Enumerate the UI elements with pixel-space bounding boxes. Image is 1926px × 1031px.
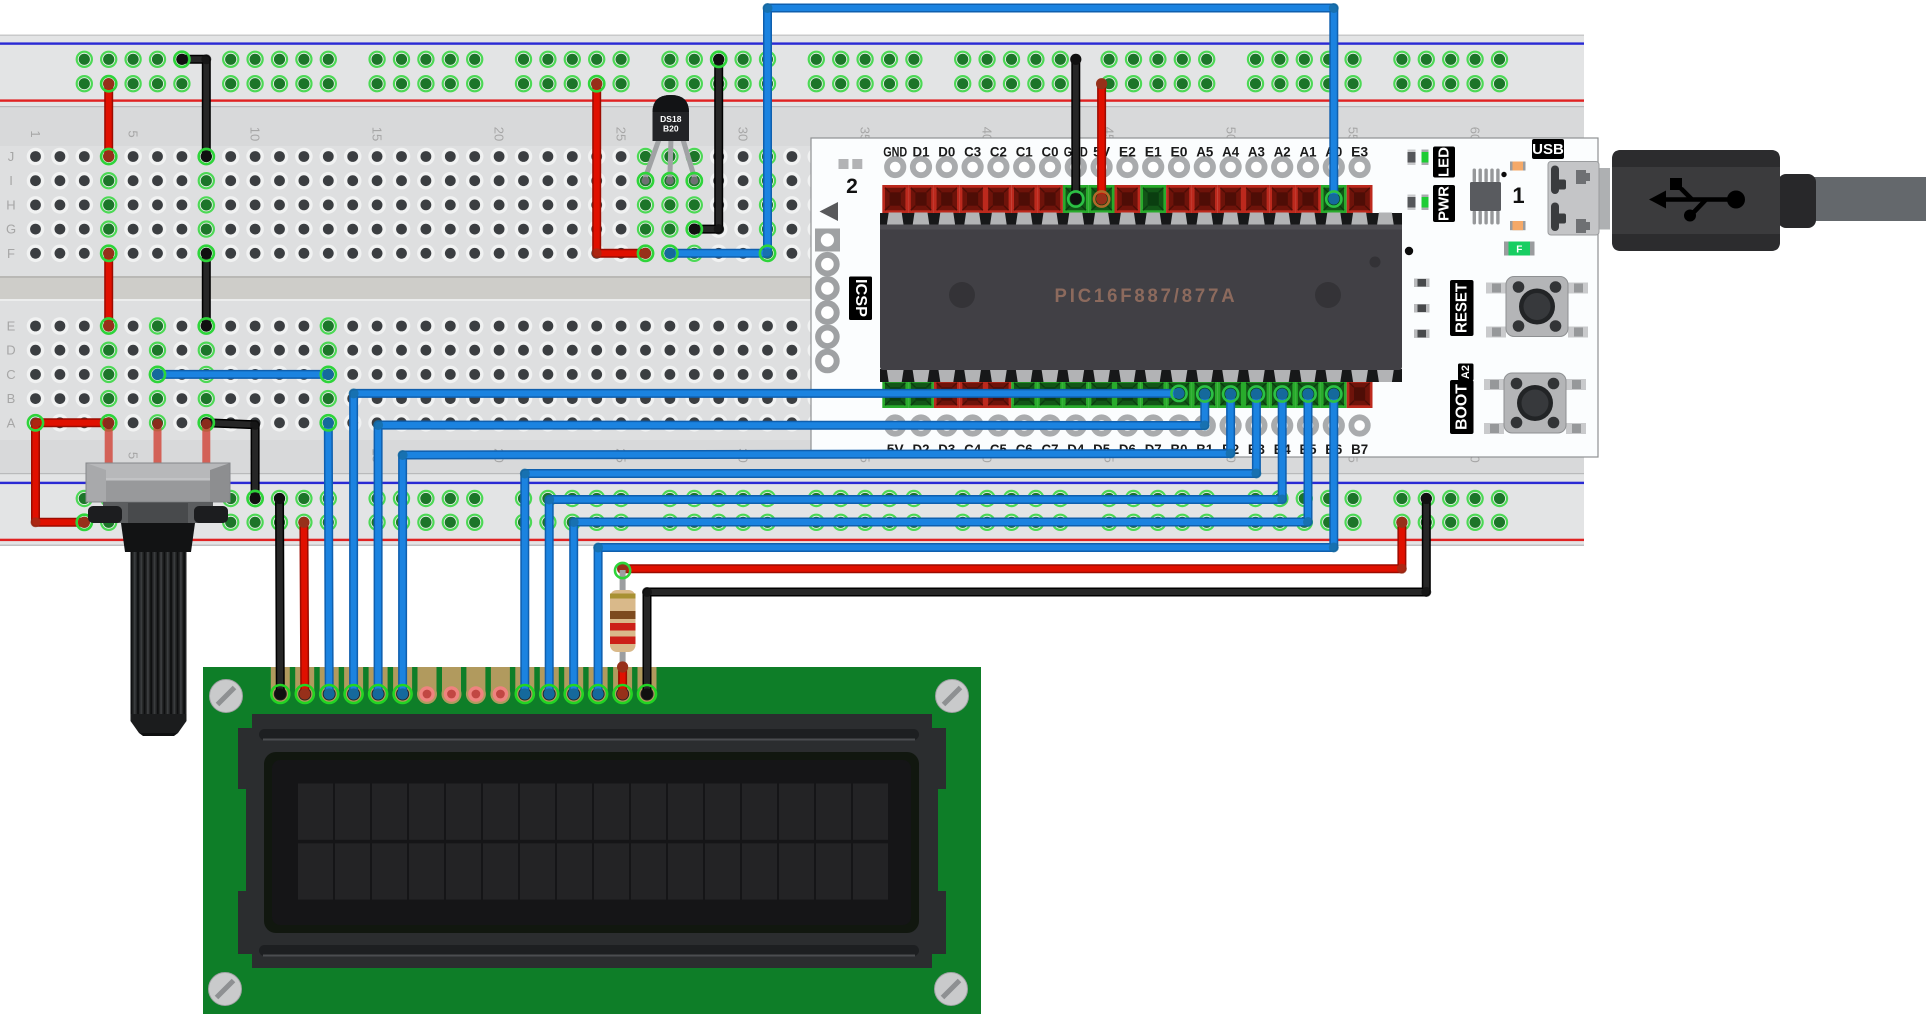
svg-text:D1: D1: [913, 144, 930, 160]
svg-text:10: 10: [248, 127, 263, 141]
svg-text:E1: E1: [1145, 144, 1162, 160]
svg-text:J: J: [8, 149, 15, 164]
svg-text:20: 20: [492, 127, 507, 141]
svg-text:C: C: [6, 367, 15, 382]
svg-text:2: 2: [846, 175, 858, 198]
svg-text:D0: D0: [938, 144, 955, 160]
svg-text:A5: A5: [1196, 144, 1213, 160]
svg-text:G: G: [6, 222, 16, 237]
svg-text:BOOT: BOOT: [1453, 384, 1470, 430]
svg-text:A2: A2: [1460, 365, 1472, 379]
svg-text:25: 25: [614, 127, 629, 141]
svg-text:A2: A2: [1274, 144, 1291, 160]
svg-text:F: F: [1516, 245, 1522, 256]
svg-text:E2: E2: [1119, 144, 1136, 160]
svg-text:E: E: [7, 319, 16, 334]
svg-text:A: A: [7, 415, 16, 430]
svg-text:C2: C2: [990, 144, 1007, 160]
svg-text:GND: GND: [883, 144, 907, 160]
svg-text:F: F: [7, 246, 15, 261]
svg-text:DS18: DS18: [660, 114, 682, 124]
svg-text:RESET: RESET: [1453, 283, 1470, 333]
svg-text:LED: LED: [1436, 147, 1453, 177]
svg-text:C0: C0: [1042, 144, 1059, 160]
svg-text:5: 5: [126, 452, 141, 459]
svg-text:A4: A4: [1222, 144, 1239, 160]
svg-text:PWR: PWR: [1436, 186, 1453, 221]
svg-text:B: B: [7, 391, 16, 406]
svg-text:15: 15: [370, 127, 385, 141]
svg-text:B7: B7: [1351, 441, 1368, 457]
svg-text:E0: E0: [1171, 144, 1188, 160]
svg-text:5: 5: [126, 130, 141, 137]
svg-text:I: I: [9, 173, 13, 188]
svg-text:USB: USB: [1532, 141, 1564, 158]
svg-text:PIC16F887/877A: PIC16F887/877A: [1055, 286, 1238, 308]
svg-text:B20: B20: [663, 124, 679, 134]
svg-text:C3: C3: [964, 144, 981, 160]
svg-text:ICSP: ICSP: [852, 279, 869, 317]
svg-text:H: H: [6, 197, 15, 212]
svg-text:1: 1: [1512, 183, 1524, 208]
svg-text:A3: A3: [1248, 144, 1265, 160]
svg-text:1: 1: [28, 130, 43, 137]
svg-text:C1: C1: [1016, 144, 1033, 160]
svg-text:D: D: [6, 343, 15, 358]
svg-text:30: 30: [736, 127, 751, 141]
svg-text:E3: E3: [1351, 144, 1368, 160]
svg-text:A1: A1: [1300, 144, 1317, 160]
